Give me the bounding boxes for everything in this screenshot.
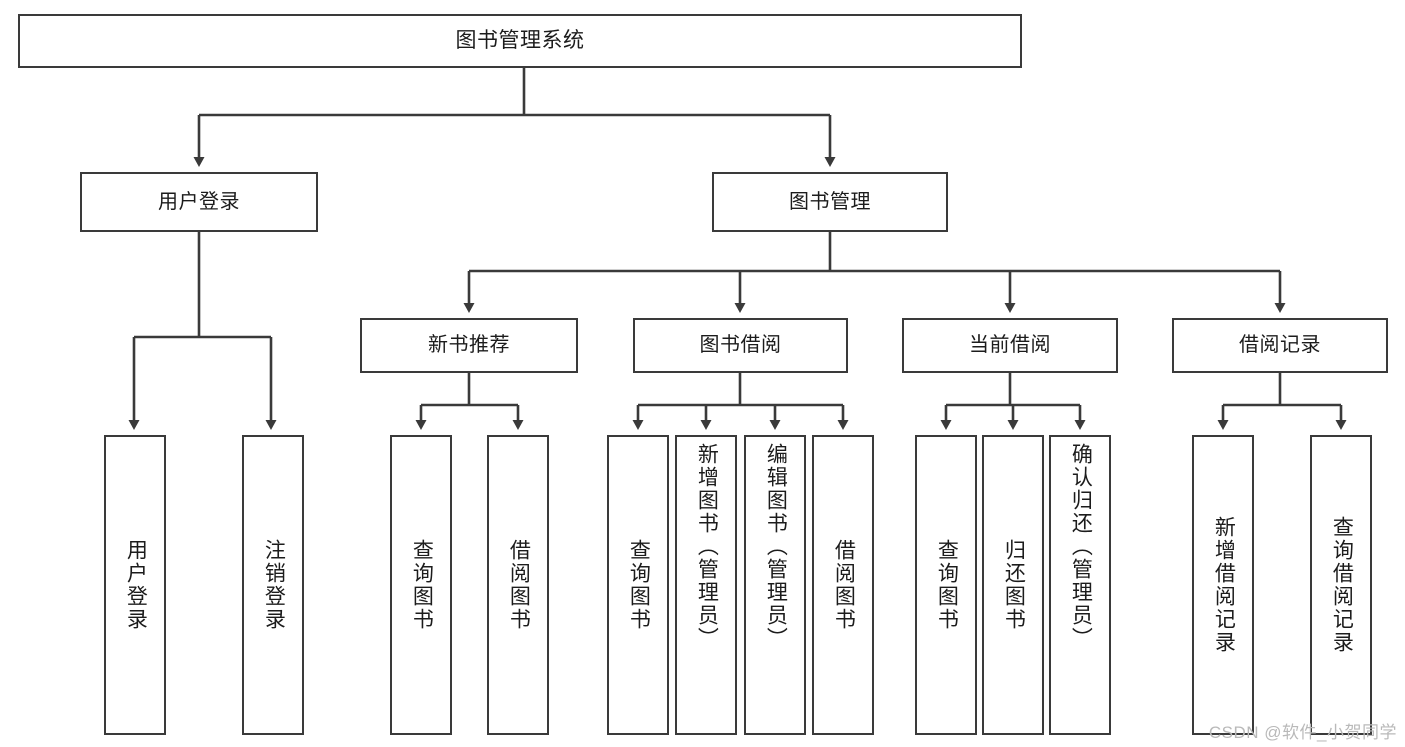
leaf-confirm-return-admin-label: 确认归还（管理员） <box>1069 443 1093 650</box>
node-user-login[interactable]: 用户登录 <box>80 172 318 232</box>
node-borrow-records[interactable]: 借阅记录 <box>1172 318 1388 373</box>
leaf-lend-book[interactable]: 借阅图书 <box>812 435 874 735</box>
leaf-return-book-label: 归还图书 <box>1002 539 1026 631</box>
leaf-borrow-book-new-label: 借阅图书 <box>507 539 531 631</box>
node-book-management-label: 图书管理 <box>789 190 871 213</box>
node-book-borrow[interactable]: 图书借阅 <box>633 318 848 373</box>
leaf-query-borrow-record-label: 查询借阅记录 <box>1330 516 1354 654</box>
leaf-add-borrow-record[interactable]: 新增借阅记录 <box>1192 435 1254 735</box>
node-user-login-label: 用户登录 <box>158 190 240 213</box>
node-book-management[interactable]: 图书管理 <box>712 172 948 232</box>
node-new-book-recommend[interactable]: 新书推荐 <box>360 318 578 373</box>
leaf-add-borrow-record-label: 新增借阅记录 <box>1212 516 1236 654</box>
leaf-borrow-book-new[interactable]: 借阅图书 <box>487 435 549 735</box>
node-new-book-recommend-label: 新书推荐 <box>428 334 510 357</box>
leaf-add-book-admin-label: 新增图书（管理员） <box>695 443 719 650</box>
leaf-user-login[interactable]: 用户登录 <box>104 435 166 735</box>
node-book-borrow-label: 图书借阅 <box>699 334 782 357</box>
leaf-add-book-admin[interactable]: 新增图书（管理员） <box>675 435 737 735</box>
node-current-borrow-label: 当前借阅 <box>969 334 1051 357</box>
leaf-edit-book-admin-label: 编辑图书（管理员） <box>764 443 788 650</box>
leaf-query-book-current[interactable]: 查询图书 <box>915 435 977 735</box>
leaf-query-book-borrow[interactable]: 查询图书 <box>607 435 669 735</box>
leaf-query-book-borrow-label: 查询图书 <box>627 539 651 631</box>
node-root[interactable]: 图书管理系统 <box>18 14 1022 68</box>
leaf-lend-book-label: 借阅图书 <box>832 539 856 631</box>
leaf-return-book[interactable]: 归还图书 <box>982 435 1044 735</box>
leaf-edit-book-admin[interactable]: 编辑图书（管理员） <box>744 435 806 735</box>
leaf-logout-label: 注销登录 <box>262 539 286 631</box>
leaf-query-borrow-record[interactable]: 查询借阅记录 <box>1310 435 1372 735</box>
node-current-borrow[interactable]: 当前借阅 <box>902 318 1118 373</box>
leaf-query-book-new[interactable]: 查询图书 <box>390 435 452 735</box>
leaf-user-login-label: 用户登录 <box>124 539 148 631</box>
leaf-logout[interactable]: 注销登录 <box>242 435 304 735</box>
leaf-query-book-current-label: 查询图书 <box>935 539 959 631</box>
leaf-confirm-return-admin[interactable]: 确认归还（管理员） <box>1049 435 1111 735</box>
watermark: CSDN @软件_小贺同学 <box>1208 723 1397 742</box>
leaf-query-book-new-label: 查询图书 <box>410 539 434 631</box>
node-borrow-records-label: 借阅记录 <box>1239 334 1321 357</box>
node-root-label: 图书管理系统 <box>455 29 585 53</box>
